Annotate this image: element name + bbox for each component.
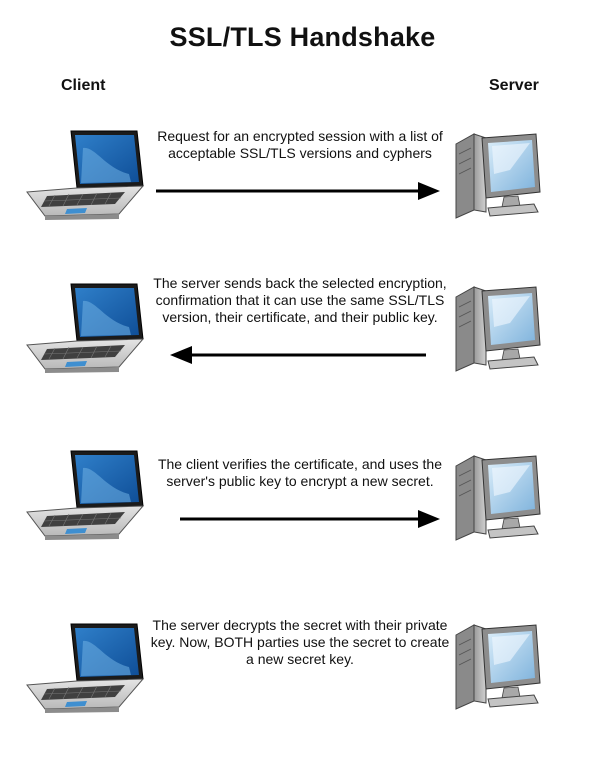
server-tower-icon	[452, 452, 544, 542]
handshake-step-3: The client verifies the certificate, and…	[0, 440, 605, 600]
server-tower-icon	[452, 130, 544, 220]
handshake-step-2: The server sends back the selected encry…	[0, 265, 605, 425]
arrow-right-icon	[180, 510, 440, 528]
step-4-text: The server decrypts the secret with thei…	[150, 617, 450, 667]
arrow-right-icon	[156, 182, 440, 200]
server-column-label: Server	[489, 77, 539, 94]
laptop-icon	[25, 128, 147, 220]
arrow-left-icon	[170, 346, 426, 364]
client-column-label: Client	[61, 77, 106, 94]
laptop-icon	[25, 448, 147, 540]
handshake-step-4: The server decrypts the secret with thei…	[0, 605, 605, 765]
step-2-text: The server sends back the selected encry…	[153, 275, 447, 325]
handshake-step-1: Request for an encrypted session with a …	[0, 110, 605, 270]
laptop-icon	[25, 621, 147, 713]
laptop-icon	[25, 281, 147, 373]
step-1-text: Request for an encrypted session with a …	[157, 128, 443, 161]
server-tower-icon	[452, 621, 544, 711]
step-3-text: The client verifies the certificate, and…	[157, 456, 443, 489]
page-title: SSL/TLS Handshake	[169, 22, 436, 52]
server-tower-icon	[452, 283, 544, 373]
